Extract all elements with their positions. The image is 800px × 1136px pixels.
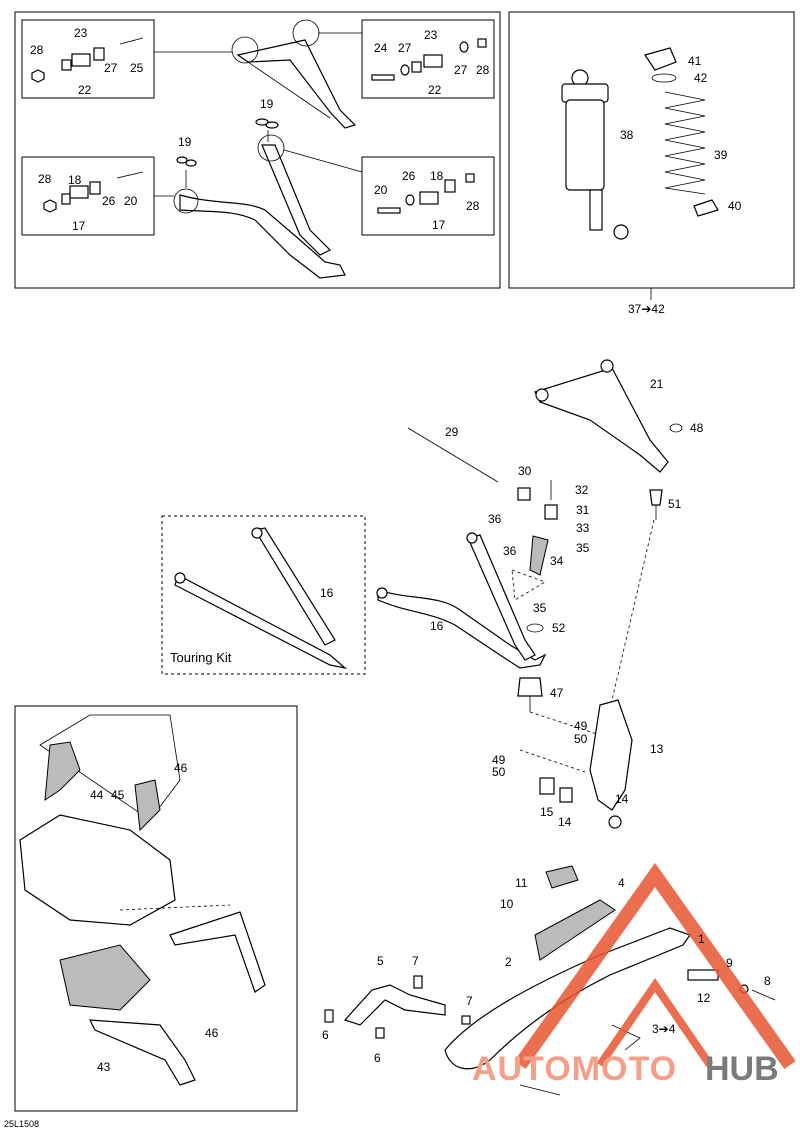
callout-28: 28 [30, 43, 44, 57]
callout-37-42: 37➔42 [628, 302, 665, 316]
callout-18: 18 [68, 173, 82, 187]
shock-drawing [561, 47, 719, 240]
callout-13: 13 [650, 742, 664, 756]
callout-29: 29 [445, 425, 459, 439]
callout-31: 31 [576, 503, 590, 517]
chassis-drawing [19, 714, 266, 1086]
callout-28: 28 [476, 63, 490, 77]
watermark-logo [514, 862, 796, 1070]
callout-16: 16 [430, 619, 444, 633]
callout-5: 5 [377, 954, 384, 968]
callout-22: 22 [428, 83, 442, 97]
callout-44: 44 [90, 788, 104, 802]
callout-33: 33 [576, 521, 590, 535]
lower-a-arm-main [376, 532, 547, 669]
callout-23: 23 [424, 28, 438, 42]
callout-18: 18 [430, 169, 444, 183]
callout-labels: 28 23 27 25 22 24 27 23 27 28 22 19 19 2… [30, 26, 771, 1074]
callout-7: 7 [412, 954, 419, 968]
callout-49: 49 [492, 753, 506, 767]
callout-39: 39 [714, 148, 728, 162]
lower-a-arm-drawing [154, 118, 363, 279]
callout-24: 24 [374, 41, 388, 55]
callout-21: 21 [650, 377, 664, 391]
callout-6: 6 [322, 1028, 329, 1042]
callout-4: 4 [618, 876, 625, 890]
shock-mount-hardware [511, 480, 558, 601]
callout-27: 27 [398, 41, 412, 55]
callout-52: 52 [552, 621, 566, 635]
callout-25: 25 [130, 61, 144, 75]
callout-28: 28 [38, 172, 52, 186]
callout-26: 26 [102, 194, 116, 208]
callout-19: 19 [178, 135, 192, 149]
callout-50: 50 [574, 732, 588, 746]
callout-3-4: 3➔4 [652, 1022, 676, 1036]
callout-45: 45 [111, 788, 125, 802]
callout-27: 27 [454, 63, 468, 77]
callout-38: 38 [620, 128, 634, 142]
callout-49: 49 [574, 719, 588, 733]
callout-9: 9 [726, 956, 733, 970]
callout-47: 47 [550, 686, 564, 700]
callout-14: 14 [558, 815, 572, 829]
spring-coils [664, 91, 706, 195]
callout-22: 22 [78, 83, 92, 97]
callout-50: 50 [492, 765, 506, 779]
upper-a-arm-drawing [154, 19, 362, 129]
callout-23: 23 [74, 26, 88, 40]
callout-35: 35 [576, 541, 590, 555]
spindle [539, 699, 633, 829]
upper-a-arm-main [534, 359, 683, 473]
ski-handle-drawing [324, 975, 471, 1039]
callout-20: 20 [124, 194, 138, 208]
callout-36: 36 [488, 512, 502, 526]
touring-kit-label: Touring Kit [170, 650, 232, 665]
callout-27: 27 [104, 61, 118, 75]
reference-code: 25L1508 [4, 1119, 40, 1129]
watermark-text-automoto: AUTOMOTO [472, 1050, 678, 1088]
callout-11: 11 [515, 876, 528, 890]
callout-34: 34 [550, 554, 564, 568]
callout-28: 28 [466, 199, 480, 213]
ball-joint-lower [517, 677, 543, 712]
callout-32: 32 [575, 483, 589, 497]
callout-26: 26 [402, 169, 416, 183]
callout-10: 10 [500, 897, 514, 911]
callout-12: 12 [697, 991, 711, 1005]
callout-16: 16 [320, 586, 334, 600]
watermark-text-hub: HUB [705, 1050, 779, 1088]
brake-cable [407, 427, 499, 483]
callout-6: 6 [374, 1051, 381, 1065]
callout-7: 7 [466, 994, 473, 1008]
callout-17: 17 [432, 218, 446, 232]
callout-48: 48 [690, 421, 704, 435]
touring-kit-arm [174, 527, 348, 670]
callout-8: 8 [764, 974, 771, 988]
callout-43: 43 [97, 1060, 111, 1074]
callout-36: 36 [503, 544, 517, 558]
callout-14: 14 [615, 792, 629, 806]
callout-2: 2 [505, 955, 512, 969]
callout-30: 30 [518, 464, 532, 478]
callout-46: 46 [174, 761, 188, 775]
callout-20: 20 [374, 183, 388, 197]
callout-1: 1 [698, 932, 705, 946]
callout-35: 35 [533, 601, 547, 615]
callout-46: 46 [205, 1026, 219, 1040]
callout-19: 19 [260, 97, 274, 111]
callout-40: 40 [728, 199, 742, 213]
callout-42: 42 [694, 71, 708, 85]
inset-hardware [31, 37, 487, 214]
callout-51: 51 [668, 497, 682, 511]
ball-joint-upper [649, 489, 663, 520]
callout-15: 15 [540, 805, 554, 819]
callout-41: 41 [688, 54, 702, 68]
callout-17: 17 [72, 219, 86, 233]
